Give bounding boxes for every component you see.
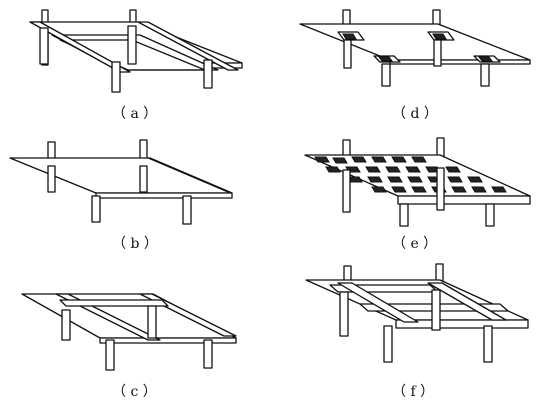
panel-label-f: （ f ） <box>392 384 435 400</box>
slab-edge <box>99 337 237 344</box>
waffle-pattern <box>314 156 507 193</box>
column <box>381 63 391 87</box>
column <box>111 61 121 93</box>
column <box>339 291 349 337</box>
column <box>485 203 495 227</box>
column <box>399 203 409 227</box>
panel-label-d: （ d ） <box>392 106 438 122</box>
panel-label-a: （ a ） <box>112 106 158 122</box>
panel-label-c: （ c ） <box>112 384 157 400</box>
column <box>433 39 442 67</box>
column <box>39 27 49 65</box>
column <box>147 305 157 339</box>
column <box>436 167 445 211</box>
column <box>139 165 148 193</box>
column <box>105 339 115 371</box>
slab-edge <box>389 59 531 65</box>
panel-label-b: （ b ） <box>112 236 158 252</box>
beam <box>427 282 507 321</box>
beam <box>337 282 419 323</box>
panel-label-e: （ e ） <box>392 236 438 252</box>
panel-f-drawing <box>305 263 529 363</box>
panel-d-drawing <box>299 9 531 87</box>
column <box>383 325 393 363</box>
column <box>182 195 192 225</box>
panel-c-drawing <box>21 293 237 371</box>
panel-b-drawing <box>9 139 233 225</box>
column <box>342 169 351 213</box>
slab-edge <box>395 319 529 329</box>
column <box>483 325 493 363</box>
column <box>91 195 101 223</box>
column <box>431 289 441 331</box>
panel-e-drawing <box>304 137 531 227</box>
column <box>203 339 213 369</box>
column <box>61 309 71 341</box>
panel-a-drawing <box>29 9 243 93</box>
slab <box>299 23 531 61</box>
column <box>480 63 490 87</box>
beam <box>29 21 131 73</box>
column <box>343 39 352 69</box>
column <box>203 59 213 89</box>
beam <box>137 21 239 71</box>
column <box>47 165 56 193</box>
slab-edge <box>95 192 233 199</box>
slab-edge <box>397 195 531 205</box>
slab <box>9 157 233 194</box>
column <box>127 25 137 65</box>
